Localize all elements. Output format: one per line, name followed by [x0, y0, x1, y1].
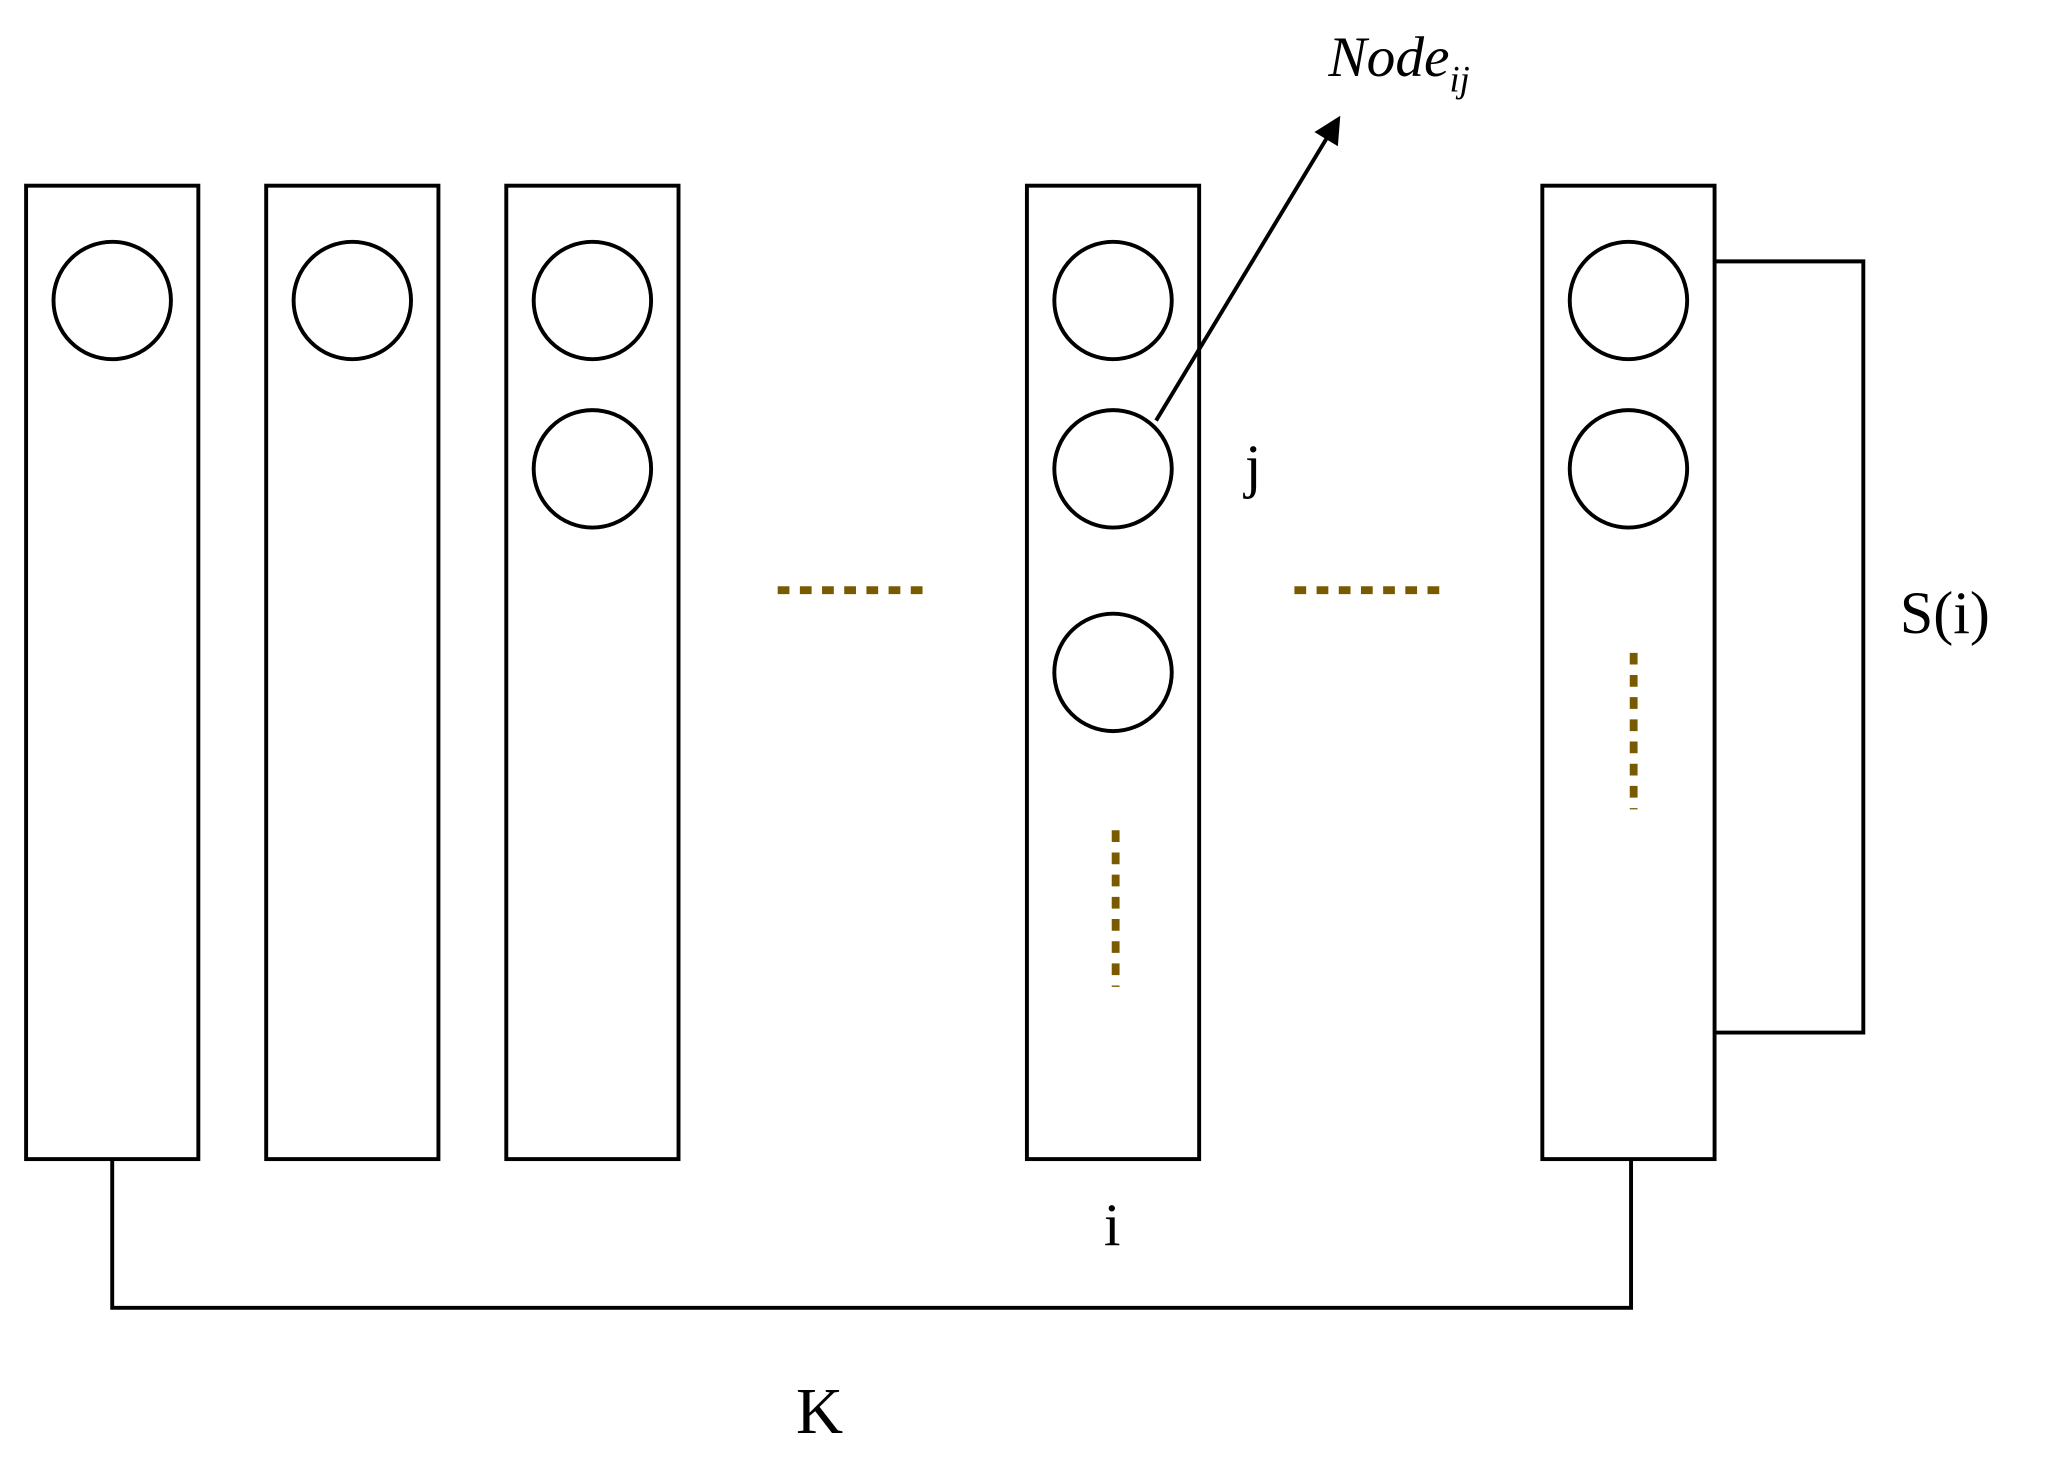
node-c3-2: [531, 408, 654, 530]
node-ci-3: [1052, 611, 1174, 734]
node-c2-1: [291, 239, 413, 362]
node-arrow: [1154, 115, 1341, 422]
node-ck-2: [1567, 408, 1690, 530]
k-label: K: [796, 1376, 843, 1448]
k-bracket: [110, 1159, 1634, 1310]
node-ci-j: [1052, 408, 1174, 530]
node-ci-1: [1052, 239, 1174, 362]
column-i: [1024, 183, 1202, 1162]
node-ij-label: Nodeij: [1327, 26, 1469, 100]
s-bracket: [1714, 259, 1866, 1035]
s-label: S(i): [1900, 580, 1990, 646]
column-1: [24, 183, 201, 1162]
i-label: i: [1104, 1192, 1121, 1258]
j-label: j: [1243, 433, 1262, 499]
node-c1-1: [51, 239, 173, 362]
node-c3-1: [531, 239, 654, 362]
column-k: [1540, 183, 1717, 1162]
node-ck-1: [1567, 239, 1690, 362]
column-3: [504, 183, 681, 1162]
column-2: [264, 183, 441, 1162]
